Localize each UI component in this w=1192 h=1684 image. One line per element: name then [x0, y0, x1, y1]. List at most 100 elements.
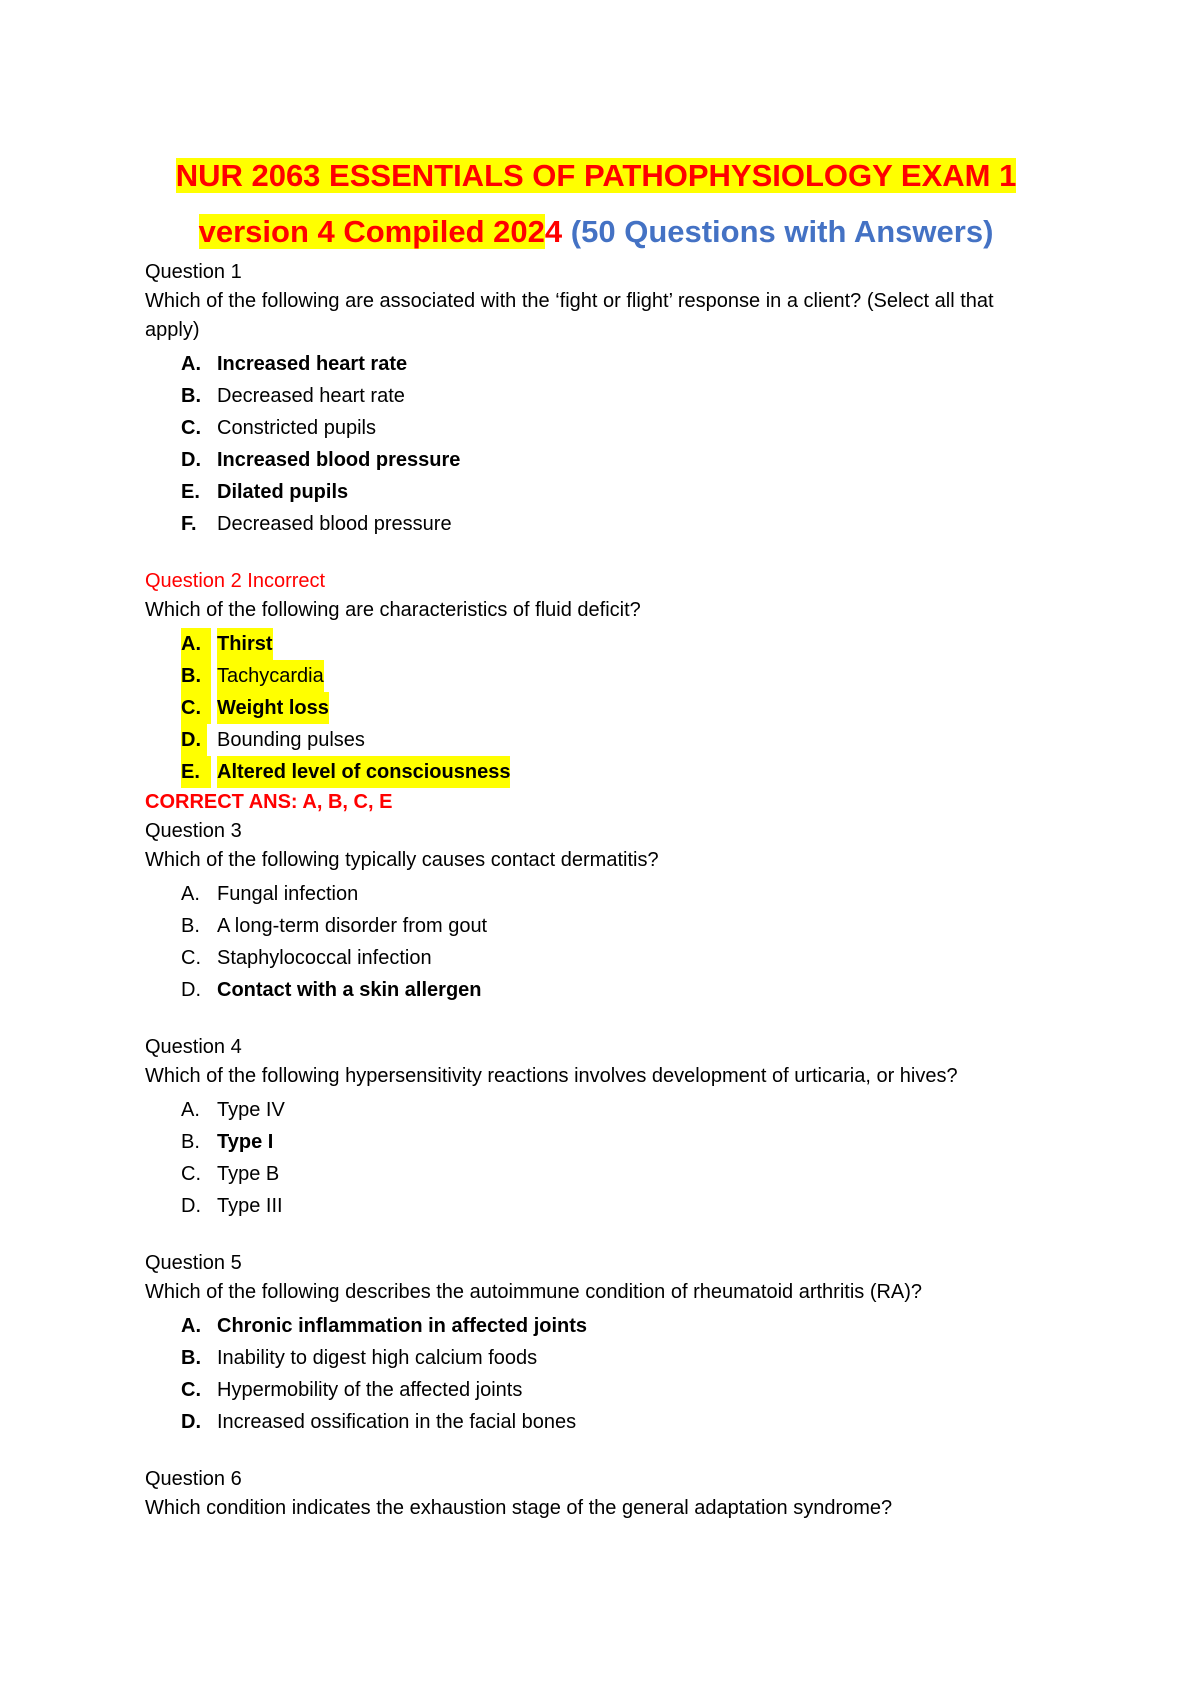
option-b: B.Inability to digest high calcium foods [145, 1342, 1075, 1374]
title-line-2-highlighted: version 4 Compiled 202 [198, 214, 545, 249]
option-letter: E. [181, 481, 200, 503]
spacer [145, 1222, 1075, 1249]
question-2: Question 2 Incorrect Which of the follow… [145, 567, 1075, 817]
option-letter: C. [181, 1379, 201, 1401]
question-4: Question 4 Which of the following hypers… [145, 1033, 1075, 1222]
option-d: D. Type III [145, 1190, 1075, 1222]
option-a: A. Chronic inflammation in affected joint… [145, 1310, 1075, 1342]
spacer [145, 1438, 1075, 1465]
question-5: Question 5 Which of the following descri… [145, 1249, 1075, 1438]
option-text: Contact with a skin allergen [217, 979, 482, 1001]
option-c: C. Staphylococcal infection [145, 942, 1075, 974]
option-f: F. Decreased blood pressure [145, 508, 1075, 540]
option-text: Staphylococcal infection [217, 947, 432, 969]
answer-options: A. Type IV B. Type I C. Type B D. Type III [145, 1094, 1075, 1222]
title-line-2: version 4 Compiled 2024 (50 Questions wi… [0, 204, 1192, 260]
option-text: Weight loss [217, 692, 329, 724]
question-heading: Question 1 [145, 261, 242, 283]
option-c: C.Weight loss [145, 692, 1075, 724]
option-d: D. Increased blood pressure [145, 444, 1075, 476]
question-text: Which of the following typically causes … [145, 849, 659, 871]
option-letter: C. [181, 692, 211, 724]
question-text: Which of the following hypersensitivity … [145, 1065, 958, 1087]
question-heading: Question 2 Incorrect [145, 570, 326, 592]
option-e: E. Dilated pupils [145, 476, 1075, 508]
document-title: NUR 2063 ESSENTIALS OF PATHOPHYSIOLOGY E… [0, 148, 1192, 260]
option-e: E.Altered level of consciousness [145, 756, 1075, 788]
answer-options: A. Chronic inflammation in affected joint… [145, 1310, 1075, 1438]
option-a: A. Type IV [145, 1094, 1075, 1126]
option-text: Altered level of consciousness [217, 756, 511, 788]
option-letter: A. [181, 1315, 201, 1337]
option-letter: B. [181, 1131, 200, 1153]
option-text: Chronic inflammation in affected joints [217, 1315, 588, 1337]
title-line-1-text: NUR 2063 ESSENTIALS OF PATHOPHYSIOLOGY E… [175, 158, 1017, 193]
correct-answer: CORRECT ANS: A, B, C, E [145, 791, 393, 813]
option-text: Decreased blood pressure [217, 513, 452, 535]
option-b: B. A long-term disorder from gout [145, 910, 1075, 942]
questions-content: Question 1 Which of the following are as… [145, 258, 1075, 1523]
option-text: Decreased heart rate [217, 385, 405, 407]
spacer [145, 540, 1075, 567]
option-text: Type I [217, 1131, 274, 1153]
option-text: Type III [217, 1195, 283, 1217]
option-letter: A. [181, 628, 211, 660]
option-c: C. Type B [145, 1158, 1075, 1190]
option-text: Thirst [217, 628, 273, 660]
option-b: B. Decreased heart rate [145, 380, 1075, 412]
option-b: B.Tachycardia [145, 660, 1075, 692]
question-heading: Question 6 [145, 1468, 242, 1490]
option-letter: D. [181, 724, 207, 756]
answer-options: A. Fungal infection B. A long-term disorde… [145, 878, 1075, 1006]
option-d: D.Bounding pulses [145, 724, 1075, 756]
option-b: B. Type I [145, 1126, 1075, 1158]
option-letter: B. [181, 385, 201, 407]
question-3: Question 3 Which of the following typica… [145, 817, 1075, 1006]
answer-options: A. Increased heart rate B. Decreased heart… [145, 348, 1075, 540]
option-letter: D. [181, 1411, 201, 1433]
option-letter: A. [181, 353, 201, 375]
option-letter: C. [181, 1163, 201, 1185]
option-text: Increased heart rate [217, 353, 408, 375]
option-a: A.Thirst [145, 628, 1075, 660]
option-letter: A. [181, 883, 200, 905]
question-text: Which condition indicates the exhaustion… [145, 1497, 893, 1519]
option-text: Type B [217, 1163, 280, 1185]
option-letter: F. [181, 513, 197, 535]
option-letter: B. [181, 660, 211, 692]
option-letter: B. [181, 915, 200, 937]
spacer [145, 1006, 1075, 1033]
option-d: D. Increased ossification in the facial b… [145, 1406, 1075, 1438]
option-letter: C. [181, 417, 201, 439]
option-letter: A. [181, 1099, 200, 1121]
answer-options: A.Thirst B.Tachycardia C.Weight loss D.B… [145, 628, 1075, 788]
option-text: Tachycardia [217, 660, 324, 692]
title-line-2-blue: (50 Questions with Answers) [562, 214, 994, 249]
option-text: Increased ossification in the facial bon… [217, 1411, 577, 1433]
option-text: Type IV [217, 1099, 285, 1121]
option-text: Constricted pupils [217, 417, 376, 439]
question-text: Which of the following are associated wi… [145, 290, 994, 341]
option-text: Increased blood pressure [217, 449, 461, 471]
question-6: Question 6 Which condition indicates the… [145, 1465, 1075, 1523]
option-letter: E. [181, 756, 211, 788]
title-line-2-red-tail: 4 [544, 214, 563, 249]
option-d: D. Contact with a skin allergen [145, 974, 1075, 1006]
option-letter: D. [181, 979, 201, 1001]
option-letter: D. [181, 1195, 201, 1217]
option-text: Inability to digest high calcium foods [217, 1347, 538, 1369]
option-text: Fungal infection [217, 883, 359, 905]
question-heading: Question 5 [145, 1252, 242, 1274]
option-letter: D. [181, 449, 201, 471]
question-text: Which of the following are characteristi… [145, 599, 641, 621]
option-a: A. Fungal infection [145, 878, 1075, 910]
option-letter: C. [181, 947, 201, 969]
option-text: Dilated pupils [217, 481, 349, 503]
option-text: A long-term disorder from gout [217, 915, 488, 937]
option-c: C. Hypermobility of the affected joints [145, 1374, 1075, 1406]
question-1: Question 1 Which of the following are as… [145, 258, 1075, 540]
option-text: Hypermobility of the affected joints [217, 1379, 523, 1401]
title-line-1: NUR 2063 ESSENTIALS OF PATHOPHYSIOLOGY E… [0, 148, 1192, 204]
option-c: C. Constricted pupils [145, 412, 1075, 444]
